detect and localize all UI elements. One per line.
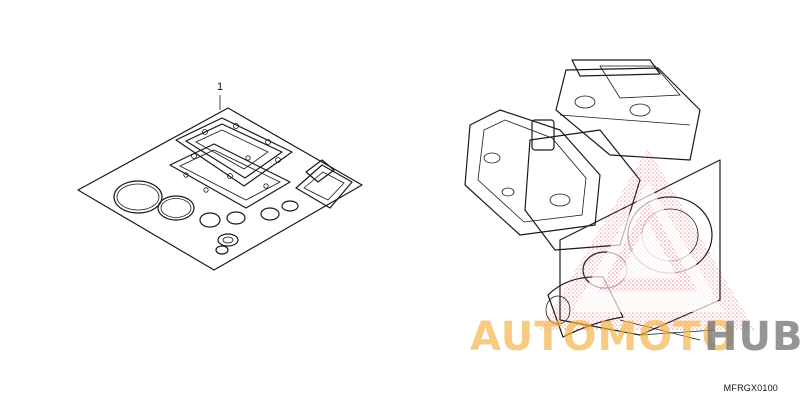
large-o-ring: [113, 180, 163, 214]
cover-gasket: [295, 159, 353, 209]
watermark-brand-part2: HUB: [704, 314, 800, 360]
o-ring-4: [226, 211, 246, 225]
head-gasket: [175, 117, 293, 187]
diagram-code: MFRGX0100: [723, 383, 778, 393]
watermark-brand-part1: AUTOMOTO: [470, 314, 737, 360]
o-ring-5: [260, 207, 280, 221]
watermark-logo: AUTOMOTO HUB: [470, 148, 800, 360]
callout-number: 1: [217, 81, 223, 93]
o-ring-2: [157, 195, 195, 221]
o-ring-6: [281, 200, 299, 212]
o-ring-3: [199, 212, 221, 228]
seal-ring: [217, 233, 239, 247]
base-gasket: [169, 143, 291, 209]
washer: [215, 245, 229, 255]
gasket-kit: 1: [77, 81, 363, 271]
kit-package-sheet: [77, 107, 363, 271]
